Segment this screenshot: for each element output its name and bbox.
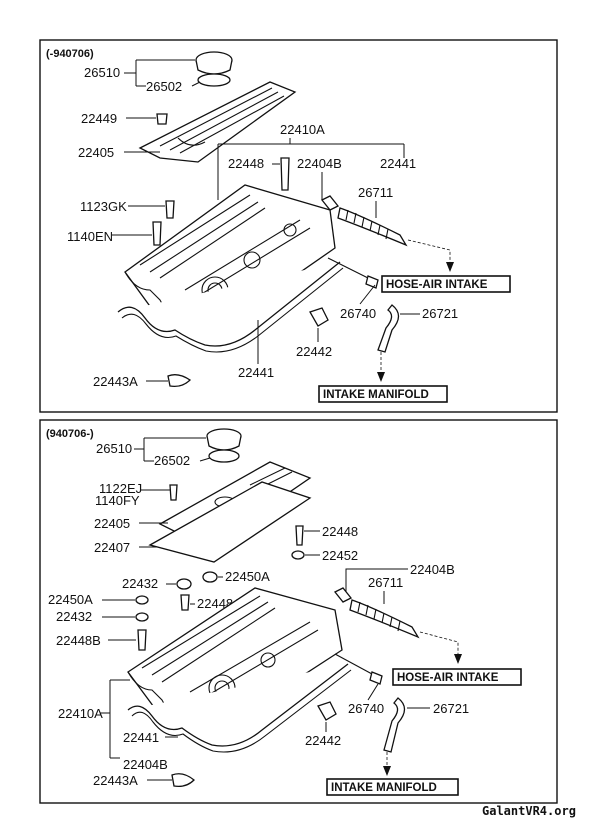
bottom-version-label: (940706-) bbox=[46, 428, 94, 440]
hose-air-intake-label-b: HOSE-AIR INTAKE bbox=[397, 672, 499, 684]
label-22404B-bb: 22404B bbox=[123, 757, 168, 772]
label-1122EJ: 1122EJ bbox=[99, 481, 142, 496]
cover-plate-part-2 bbox=[148, 461, 312, 563]
label-22404B-top: 22404B bbox=[297, 156, 342, 171]
label-22432-a: 22432 bbox=[122, 576, 158, 591]
watermark: GalantVR4.org bbox=[482, 804, 576, 818]
label-26711-b: 26711 bbox=[368, 575, 403, 590]
label-22443A-top: 22443A bbox=[93, 374, 138, 389]
label-1123GK: 1123GK bbox=[80, 199, 127, 214]
label-26721-b: 26721 bbox=[433, 701, 469, 716]
gasket-part bbox=[117, 261, 344, 353]
label-22442-b: 22442 bbox=[305, 733, 341, 748]
intake-manifold-label-b: INTAKE MANIFOLD bbox=[331, 782, 437, 794]
top-panel-frame bbox=[39, 39, 558, 413]
label-22450A-b: 22450A bbox=[48, 592, 93, 607]
label-22448B: 22448B bbox=[56, 633, 101, 648]
label-22448-b: 22448 bbox=[322, 524, 358, 539]
label-22410A-b: 22410A bbox=[58, 706, 103, 721]
label-22452: 22452 bbox=[322, 548, 358, 563]
cover-plate-part bbox=[138, 81, 297, 163]
label-26740-top: 26740 bbox=[340, 306, 376, 321]
top-panel: (-940706) 26510 26502 22449 22405 bbox=[39, 39, 558, 413]
oil-filler-cap-part-2 bbox=[206, 428, 242, 463]
label-22410A: 22410A bbox=[280, 122, 325, 137]
label-1140FY: 1140FY bbox=[95, 493, 140, 508]
label-22405: 22405 bbox=[78, 145, 114, 160]
gasket-part-2 bbox=[127, 663, 352, 753]
label-26502: 26502 bbox=[146, 79, 182, 94]
label-22450A-a: 22450A bbox=[225, 569, 270, 584]
label-22448-top: 22448 bbox=[228, 156, 264, 171]
label-22441-top-b: 22441 bbox=[238, 365, 274, 380]
hose-air-intake-box-b bbox=[392, 668, 522, 686]
bottom-panel-frame bbox=[39, 419, 558, 804]
intake-manifold-box-top bbox=[318, 385, 448, 403]
label-22449: 22449 bbox=[81, 111, 117, 126]
label-26711-top: 26711 bbox=[358, 185, 393, 200]
bottom-panel: (940706-) 26510 26502 1122EJ 1140FY 2240… bbox=[39, 419, 558, 804]
label-22407: 22407 bbox=[94, 540, 130, 555]
label-26721-top: 26721 bbox=[422, 306, 458, 321]
label-26740-b: 26740 bbox=[348, 701, 384, 716]
label-26502-b: 26502 bbox=[154, 453, 190, 468]
label-22443A-b: 22443A bbox=[93, 773, 138, 788]
label-22432-b: 22432 bbox=[56, 609, 92, 624]
intake-manifold-label-top: INTAKE MANIFOLD bbox=[323, 389, 429, 401]
label-22404B-ba: 22404B bbox=[410, 562, 455, 577]
label-22405-b: 22405 bbox=[94, 516, 130, 531]
top-version-label: (-940706) bbox=[46, 48, 94, 60]
label-22441-b: 22441 bbox=[123, 730, 159, 745]
hose-air-intake-box-top bbox=[381, 275, 511, 293]
intake-manifold-box-b bbox=[326, 778, 459, 796]
label-26510: 26510 bbox=[84, 65, 120, 80]
rocker-cover-part bbox=[124, 184, 336, 329]
label-22442-top: 22442 bbox=[296, 344, 332, 359]
label-22441-top-a: 22441 bbox=[380, 156, 416, 171]
label-1140EN: 1140EN bbox=[67, 229, 113, 244]
hose-air-intake-label-top: HOSE-AIR INTAKE bbox=[386, 279, 488, 291]
label-26510-b: 26510 bbox=[96, 441, 132, 456]
oil-filler-cap-part bbox=[195, 51, 233, 87]
